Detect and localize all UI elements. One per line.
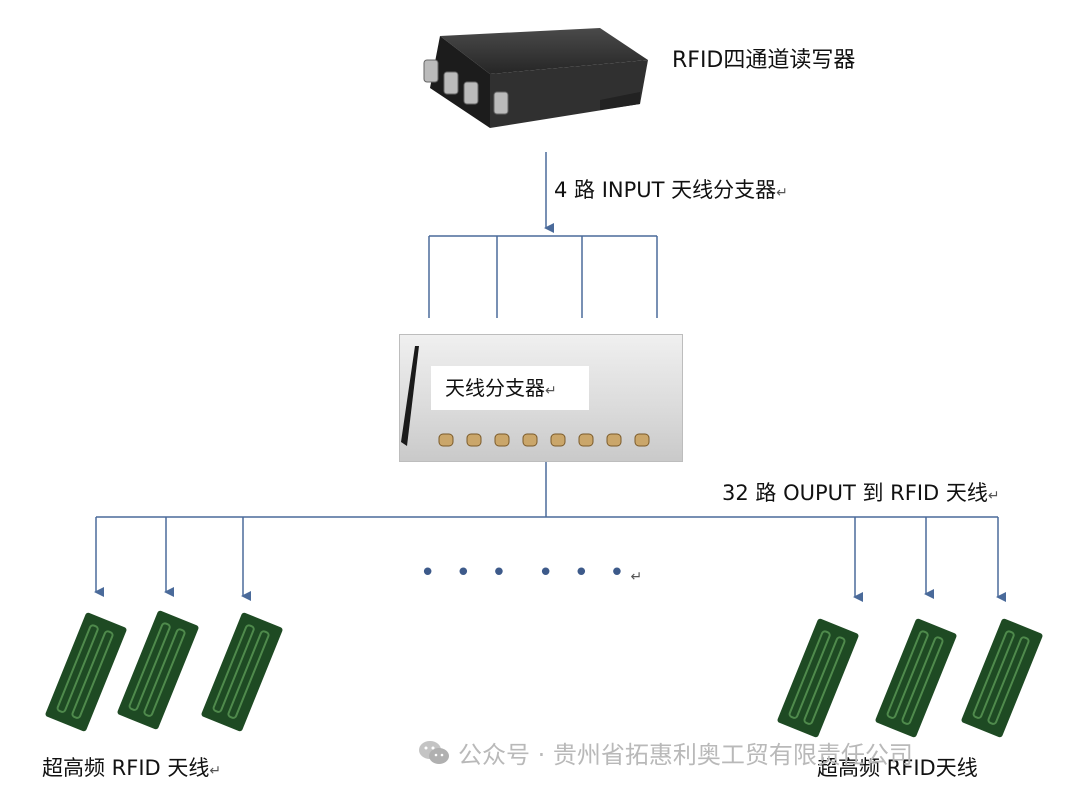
return-mark: ↵ [209, 763, 222, 779]
reader-antenna-port [423, 59, 509, 115]
uhf-rfid-antenna [777, 618, 859, 738]
input-branch-bus [428, 235, 658, 318]
watermark: 公众号 · 贵州省拓惠利奥工贸有限责任公司 [418, 735, 913, 770]
wechat-icon [419, 740, 449, 764]
return-mark: ↵ [776, 185, 788, 201]
uhf-rfid-antenna [201, 612, 283, 732]
continuation-dots: • • •↵ [538, 558, 648, 588]
output-label: 32 路 OUPUT 到 RFID 天线↵ [722, 477, 1000, 507]
antenna-splitter-device: 天线分支器↵ [399, 334, 683, 462]
return-mark: ↵ [545, 383, 557, 399]
splitter-output-ports [438, 433, 650, 447]
rfid-reader-device [423, 28, 648, 128]
input-label-text: 4 路 INPUT 天线分支器 [554, 178, 777, 202]
return-mark: ↵ [987, 488, 1000, 504]
output-branch-bus [96, 462, 998, 518]
watermark-text: 公众号 · 贵州省拓惠利奥工贸有限责任公司 [458, 741, 913, 769]
continuation-dots: • • • [420, 558, 513, 588]
return-mark: ↵ [630, 569, 649, 585]
uhf-rfid-antenna [45, 612, 127, 732]
splitter-edge [401, 346, 419, 446]
input-label: 4 路 INPUT 天线分支器↵ [554, 174, 788, 204]
antenna-label-left: 超高频 RFID 天线↵ [42, 752, 221, 782]
antenna-label-right: 超高频 RFID天线 [817, 756, 978, 780]
reader-label: RFID四通道读写器 [672, 48, 856, 73]
continuation-dots-text: • • • [538, 558, 631, 588]
antenna-label-left-text: 超高频 RFID 天线 [42, 756, 210, 780]
splitter-label: 天线分支器↵ [431, 366, 589, 410]
splitter-label-text: 天线分支器 [445, 376, 545, 400]
output-arrow [94, 517, 1006, 602]
uhf-rfid-antenna [117, 610, 199, 730]
uhf-rfid-antenna [875, 618, 957, 738]
uhf-rfid-antenna [961, 618, 1043, 738]
output-label-text: 32 路 OUPUT 到 RFID 天线 [722, 481, 988, 505]
